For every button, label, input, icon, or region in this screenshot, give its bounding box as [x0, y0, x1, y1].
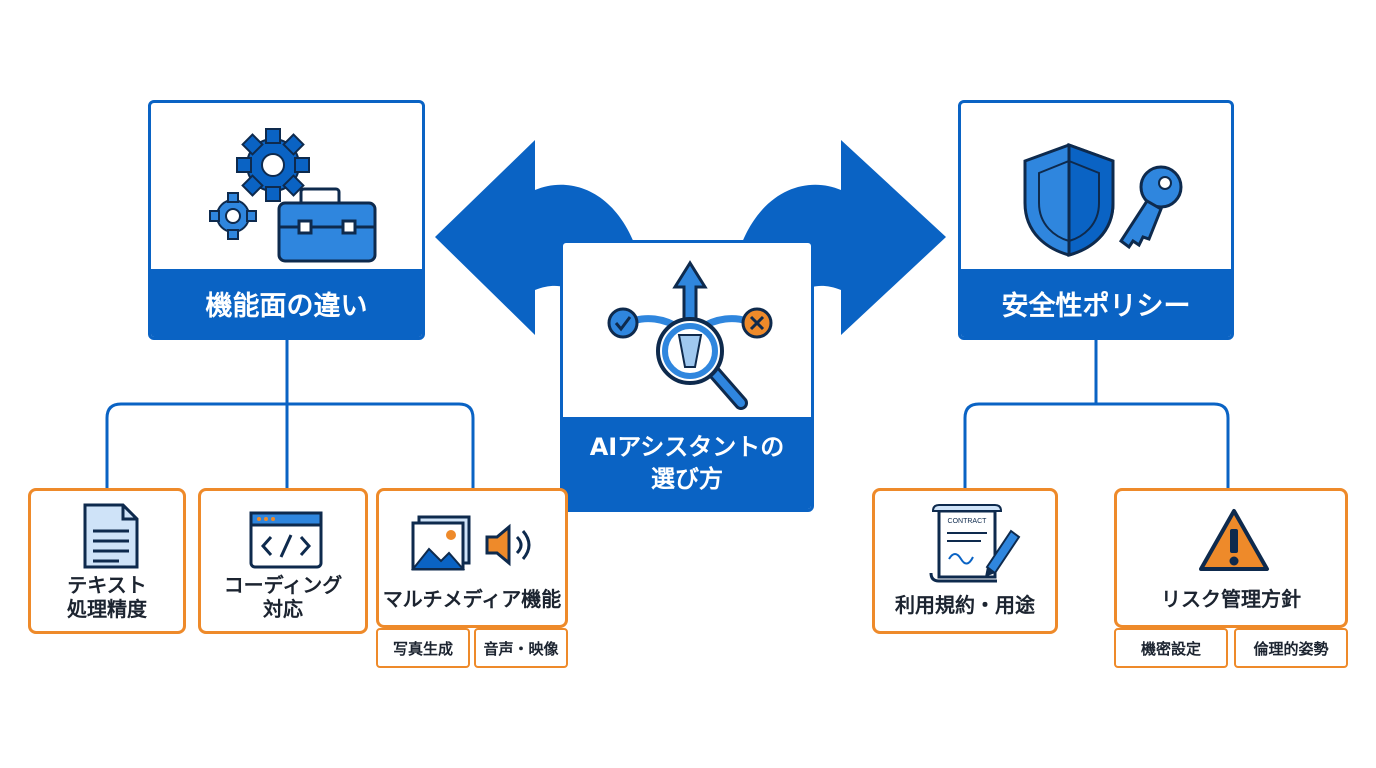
function-title: 機能面の違い	[151, 269, 422, 337]
coding-box: コーディング 対応	[198, 488, 368, 634]
center-title-line1: AIアシスタントの	[589, 433, 785, 461]
safety-title: 安全性ポリシー	[961, 269, 1231, 337]
center-box: AIアシスタントの 選び方	[560, 240, 814, 512]
code-window-icon	[249, 511, 323, 569]
confidential-setting-tag: 機密設定	[1114, 628, 1228, 668]
text-processing-line2: 処理精度	[67, 597, 147, 621]
decision-magnifier-icon	[607, 260, 773, 410]
risk-label: リスク管理方針	[1161, 587, 1301, 611]
photo-generation-tag: 写真生成	[376, 628, 470, 668]
shield-key-icon	[1023, 142, 1183, 257]
function-box: 機能面の違い	[148, 100, 425, 340]
multimedia-box: マルチメディア機能	[376, 488, 568, 628]
coding-label: コーディング 対応	[201, 573, 365, 621]
ethics-stance-tag: 倫理的姿勢	[1234, 628, 1348, 668]
risk-box: リスク管理方針	[1114, 488, 1348, 628]
document-icon	[83, 503, 139, 569]
text-processing-box: テキスト 処理精度	[28, 488, 186, 634]
text-processing-label: テキスト 処理精度	[31, 573, 183, 621]
center-title-line2: 選び方	[651, 465, 723, 493]
contract-text: CONTRACT	[948, 518, 988, 525]
coding-line1: コーディング	[223, 573, 343, 597]
warning-icon	[1199, 509, 1269, 571]
coding-line2: 対応	[263, 597, 303, 621]
gears-toolbox-icon	[209, 128, 377, 263]
safety-box: 安全性ポリシー	[958, 100, 1234, 340]
contract-icon: CONTRACT	[929, 504, 1021, 583]
center-title: AIアシスタントの 選び方	[563, 417, 811, 509]
text-processing-line1: テキスト	[67, 573, 147, 597]
image-audio-icon	[410, 515, 531, 571]
audio-video-tag: 音声・映像	[474, 628, 568, 668]
terms-label: 利用規約・用途	[895, 593, 1035, 617]
terms-box: CONTRACT 利用規約・用途	[872, 488, 1058, 634]
multimedia-label: マルチメディア機能	[382, 587, 562, 611]
